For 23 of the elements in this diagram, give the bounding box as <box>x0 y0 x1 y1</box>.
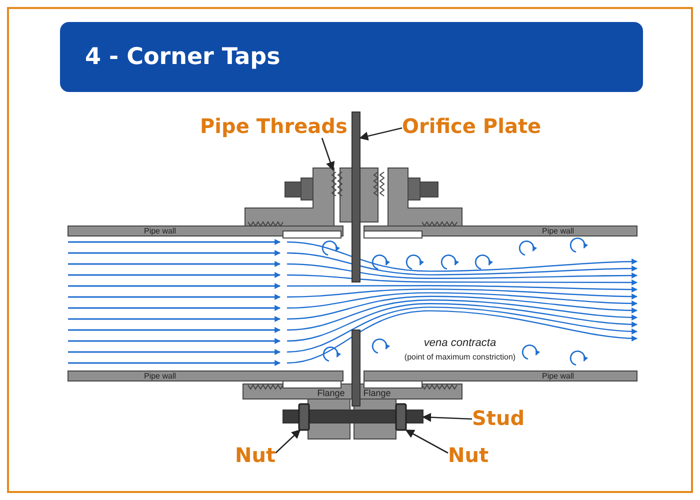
orifice-plate <box>352 112 360 406</box>
wall-label: Pipe wall <box>542 372 574 380</box>
leader-line <box>275 429 301 454</box>
annotation-text: vena contracta <box>424 337 496 349</box>
pipe-threads-drawing <box>331 172 343 196</box>
wall-label: Pipe wall <box>144 226 176 236</box>
flange-label: Flange <box>317 388 345 398</box>
callout-label: Orifice Plate <box>402 114 542 138</box>
callout-label: Pipe Threads <box>200 114 348 138</box>
callout-label: Stud <box>472 406 525 430</box>
leader-line <box>422 412 472 422</box>
flange-label: Flange <box>363 388 391 398</box>
callout-label: Nut <box>448 443 489 467</box>
leader-line <box>321 138 335 171</box>
callout-label: Nut <box>235 443 276 467</box>
nut <box>298 403 310 431</box>
nut <box>395 403 407 431</box>
leader-line <box>359 127 402 140</box>
annotation-text: (point of maximum constriction) <box>404 352 516 362</box>
title-banner: 4 - Corner Taps <box>60 22 643 92</box>
wall-label: Pipe wall <box>144 372 176 380</box>
wall-label: Pipe wall <box>542 226 574 236</box>
leader-line <box>405 429 448 454</box>
